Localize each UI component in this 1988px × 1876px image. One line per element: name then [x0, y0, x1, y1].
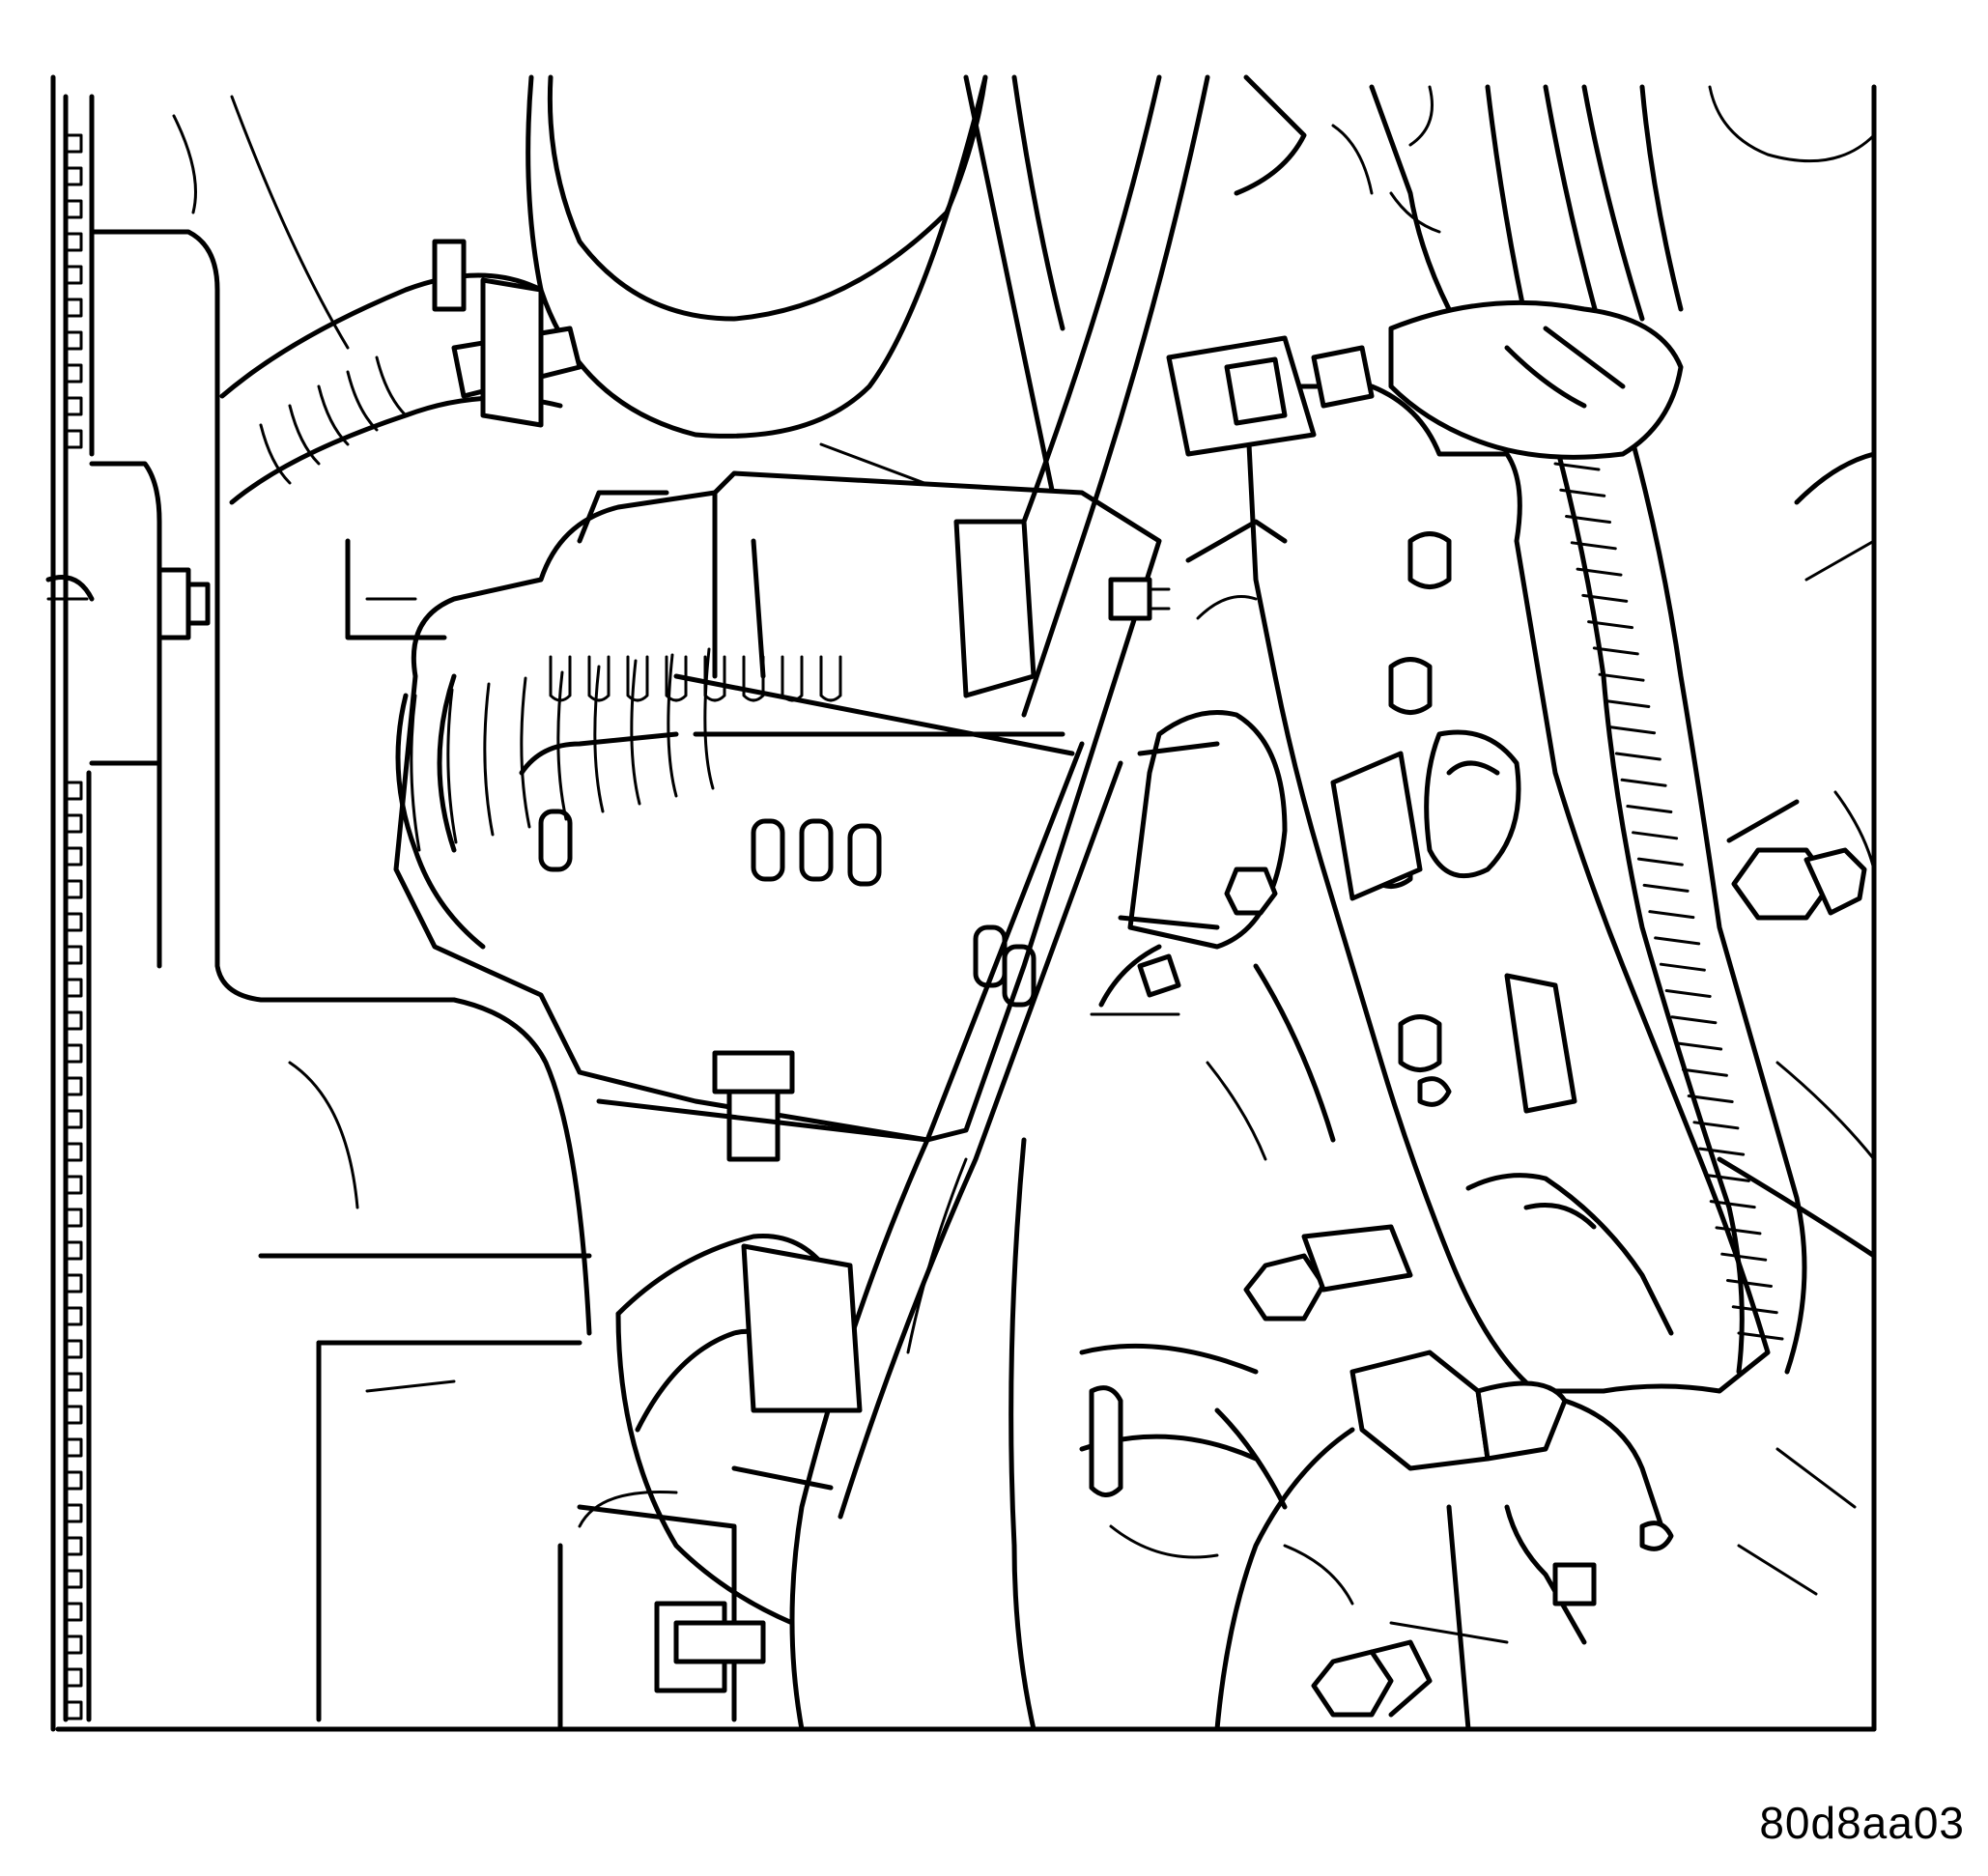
vent-slot	[751, 818, 785, 882]
harness-rib	[1698, 1147, 1746, 1156]
harness-rib	[1720, 1252, 1768, 1262]
cooling-fin	[587, 655, 611, 702]
harness-rib	[1576, 567, 1623, 577]
cooling-fin	[819, 655, 842, 702]
cooling-fin	[446, 688, 458, 844]
harness-rib	[1659, 962, 1706, 972]
alternator	[393, 470, 1288, 1162]
cooling-fin	[626, 655, 649, 702]
harness-rib	[1632, 831, 1679, 840]
vent-slot	[1002, 944, 1037, 1008]
upper-electrical-connector	[1166, 335, 1375, 457]
harness-rib	[1642, 883, 1690, 893]
cooling-fin	[593, 665, 605, 813]
right-mounting-bracket	[1243, 384, 1771, 1394]
wiring-harness-lower	[557, 1234, 863, 1732]
harness-rib	[1715, 1226, 1762, 1236]
cooling-fin	[703, 655, 726, 702]
harness-rib	[1587, 620, 1634, 630]
alternator-vent-slots	[538, 809, 1037, 1008]
harness-rib	[1676, 1041, 1723, 1051]
bracket-bolt	[156, 567, 211, 640]
vent-slot	[799, 818, 834, 882]
harness-rib	[1654, 936, 1701, 946]
cooling-fin	[520, 676, 531, 829]
harness-rib	[1737, 1331, 1784, 1341]
harness-rib	[1614, 752, 1661, 761]
harness-rib	[1725, 1278, 1773, 1288]
harness-rib	[1559, 488, 1606, 497]
cooling-fin	[665, 655, 688, 702]
cooling-fin	[703, 647, 715, 790]
harness-rib	[1709, 1200, 1756, 1209]
harness-rib	[1626, 805, 1673, 814]
harness-rib	[1692, 1121, 1740, 1130]
frame-borders	[50, 74, 1877, 1732]
cooling-fin	[549, 655, 572, 702]
harness-rib	[1598, 672, 1645, 682]
lower-cable	[789, 741, 1123, 1732]
lower-hex-bolt	[1243, 1224, 1413, 1322]
vent-slot	[847, 823, 882, 887]
engine-block-middle	[1090, 519, 1336, 1161]
harness-rib	[1703, 1173, 1750, 1182]
cooling-fin	[483, 682, 495, 837]
harness-rib	[1565, 515, 1612, 525]
alternator-output-stud	[1108, 577, 1171, 621]
radiator-support-lines	[345, 84, 1452, 640]
harness-rib	[1687, 1094, 1734, 1104]
harness-rib	[1604, 698, 1651, 708]
right-hex-bolt	[1726, 799, 1867, 921]
harness-rib	[1731, 1305, 1778, 1315]
coolant-hose-upper	[219, 239, 582, 505]
engine-block-lower	[1079, 1343, 1674, 1732]
cooling-fin	[410, 694, 421, 852]
harness-rib	[1664, 988, 1712, 998]
harness-rib	[1553, 462, 1601, 471]
cooling-fin	[556, 670, 568, 821]
harness-rib	[1681, 1067, 1728, 1077]
harness-corrugation	[1553, 462, 1784, 1341]
harness-rib	[1670, 1015, 1718, 1025]
speed-sensor-clip	[1214, 1350, 1664, 1732]
harness-rib	[1609, 725, 1657, 735]
harness-rib	[1636, 857, 1684, 867]
figure-id-label: 80d8aa03	[1759, 1798, 1965, 1848]
air-intake-tube	[525, 74, 1065, 544]
harness-rib	[1581, 593, 1629, 603]
harness-rib	[1620, 778, 1667, 787]
drive-belt-left	[63, 94, 95, 1722]
battery-cable	[953, 74, 1307, 718]
sensor-connector	[1330, 729, 1521, 901]
harness-rib	[1648, 910, 1695, 920]
bottom-hex-bolt	[1311, 1621, 1509, 1718]
wiring-harness-right	[1388, 84, 1807, 1375]
vent-slot	[538, 809, 573, 872]
harness-rib	[1570, 541, 1617, 551]
harness-rib	[1592, 646, 1639, 656]
